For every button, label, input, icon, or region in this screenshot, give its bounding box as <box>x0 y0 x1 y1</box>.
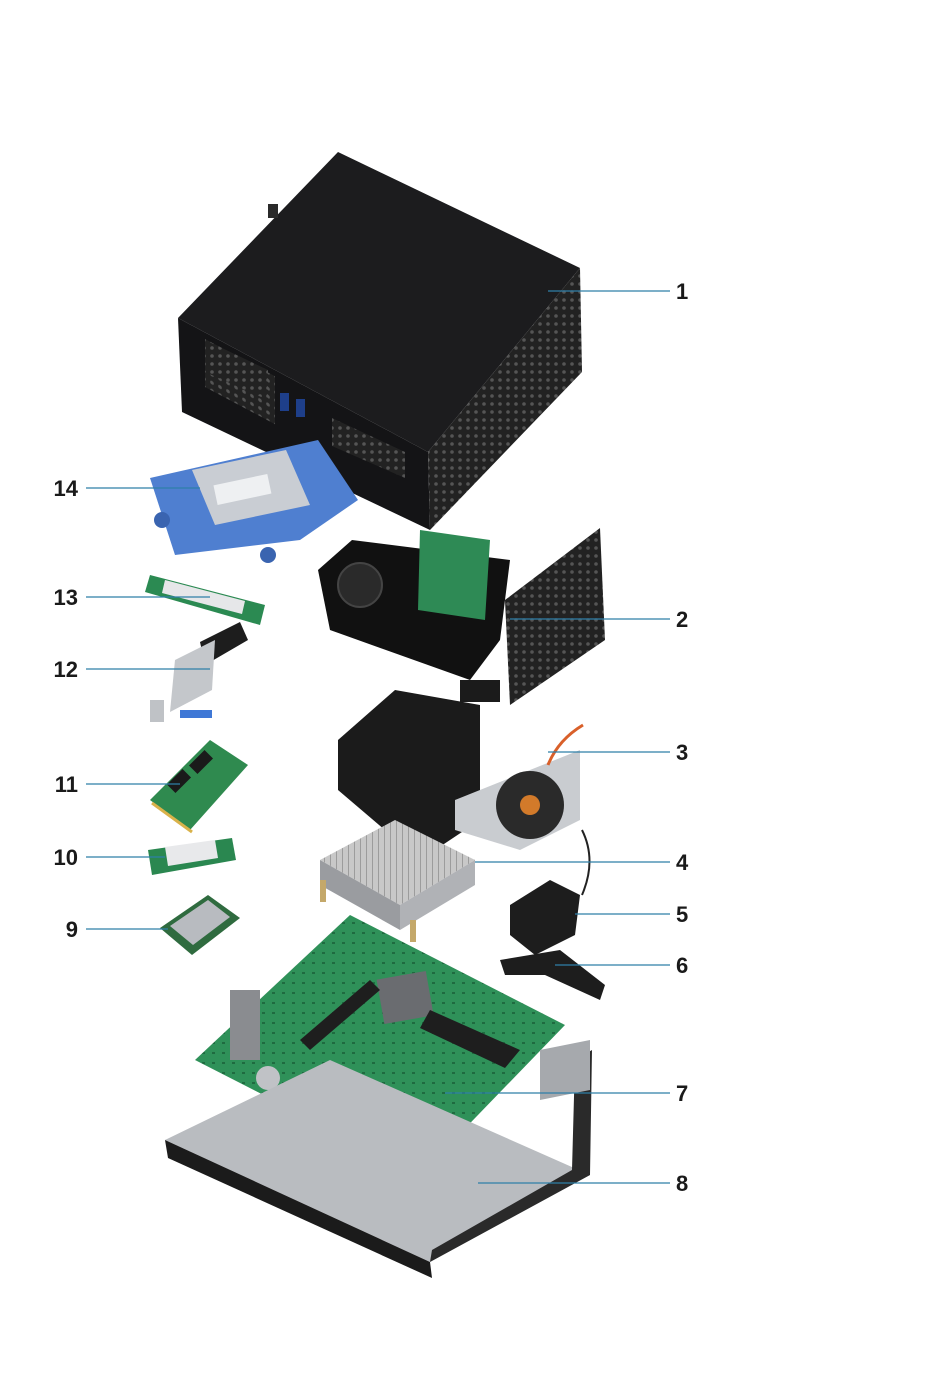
callout-2: 2 <box>676 607 688 632</box>
callout-5: 5 <box>676 902 688 927</box>
callout-numbers-left: 14 13 12 11 10 9 <box>54 476 79 942</box>
callout-numbers-right: 1 2 3 4 5 6 7 8 <box>676 279 689 1196</box>
callout-8: 8 <box>676 1171 688 1196</box>
processor-icon <box>160 895 240 955</box>
callout-3: 3 <box>676 740 688 765</box>
callout-7: 7 <box>676 1081 688 1106</box>
ssd-icon <box>145 575 265 625</box>
callout-10: 10 <box>54 845 78 870</box>
hdd-bracket-icon <box>150 440 358 563</box>
riser-cable-icon <box>150 622 248 722</box>
graphics-card-icon <box>318 528 605 705</box>
callout-13: 13 <box>54 585 78 610</box>
callout-9: 9 <box>66 917 78 942</box>
callout-4: 4 <box>676 850 689 875</box>
callout-14: 14 <box>54 476 79 501</box>
bracket-icon <box>500 950 605 1000</box>
callout-11: 11 <box>55 772 78 797</box>
memory-module-icon <box>150 740 248 832</box>
callout-6: 6 <box>676 953 688 978</box>
callout-1: 1 <box>676 279 688 304</box>
callout-12: 12 <box>54 657 78 682</box>
